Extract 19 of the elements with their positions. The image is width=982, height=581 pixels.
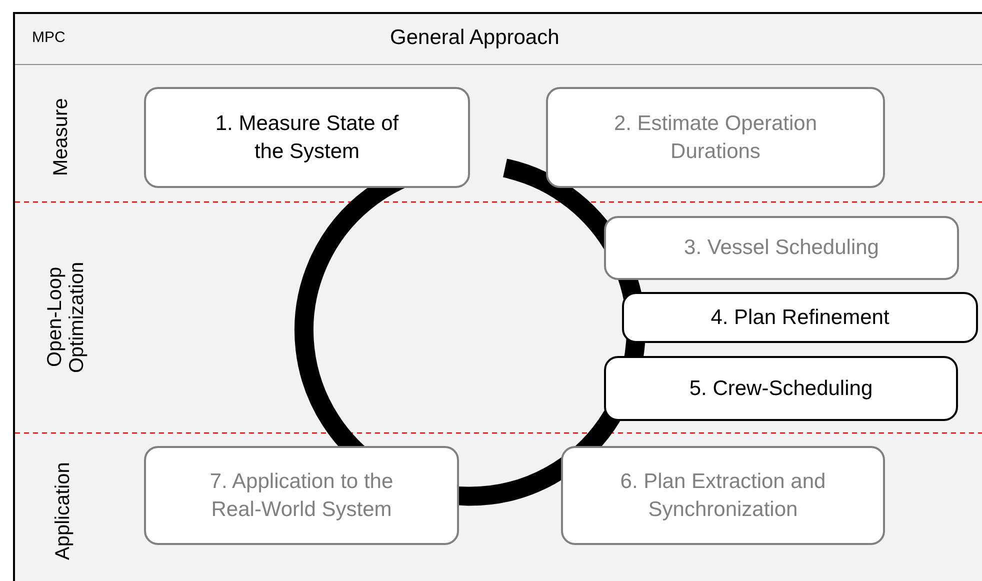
step-box: [604, 356, 958, 421]
step-label: 1. Measure State of the System: [214, 111, 400, 164]
step-label: 5. Crew-Scheduling: [689, 376, 873, 402]
step-box: [546, 87, 885, 188]
step-box: [144, 446, 459, 545]
step-label: 2. Estimate Operation Durations: [612, 111, 818, 164]
step-label: 7. Application to the Real-World System: [208, 469, 394, 522]
step-box: [622, 292, 978, 343]
lane-label: Measure: [50, 97, 72, 178]
step-label: 4. Plan Refinement: [710, 304, 890, 331]
corner-label: MPC: [32, 29, 66, 46]
lane-label: Application: [52, 461, 74, 562]
step-box: [604, 216, 959, 280]
step-label: 3. Vessel Scheduling: [684, 235, 879, 262]
step-box: [561, 446, 885, 545]
step-box: [144, 87, 470, 188]
title: General Approach: [390, 26, 560, 50]
lane-label: Open-Loop Optimization: [44, 260, 88, 375]
step-label: 6. Plan Extraction and Synchronization: [619, 469, 827, 522]
